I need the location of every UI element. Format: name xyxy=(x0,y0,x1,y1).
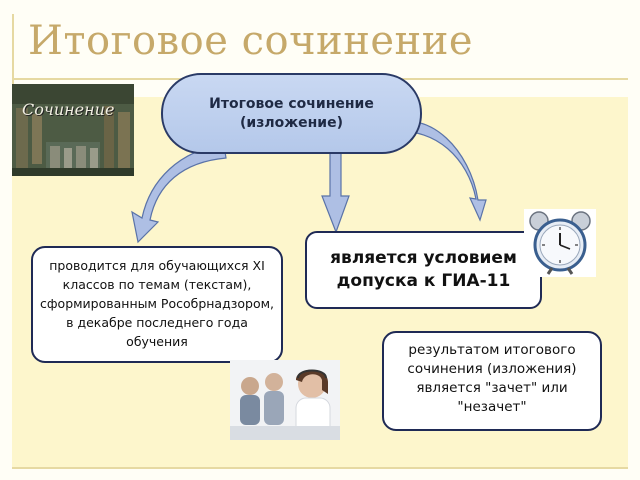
book-cover-text: Сочинение xyxy=(22,100,115,119)
diagram-top-box: Итоговое сочинение (изложение) xyxy=(161,73,422,154)
arrow-to-left-box xyxy=(131,144,227,244)
alarm-clock-icon xyxy=(524,209,596,277)
arrow-to-middle-box xyxy=(321,151,350,234)
right-box-text: результатом итогового сочинения (изложен… xyxy=(407,342,577,415)
middle-box-text: является условием допуска к ГИА-11 xyxy=(330,248,517,291)
slide-title: Итоговое сочинение xyxy=(28,18,474,64)
decorative-left-bar xyxy=(12,14,14,99)
students-with-headsets-image xyxy=(230,360,340,440)
diagram-right-box: результатом итогового сочинения (изложен… xyxy=(382,331,602,431)
decorative-bottom-bar xyxy=(12,467,628,469)
left-box-text: проводится для обучающихся XI классов по… xyxy=(39,258,275,349)
diagram-left-box: проводится для обучающихся XI классов по… xyxy=(31,246,283,363)
top-box-text: Итоговое сочинение (изложение) xyxy=(209,95,374,131)
library-book-cover-image: Сочинение xyxy=(12,84,134,176)
diagram-middle-box: является условием допуска к ГИА-11 xyxy=(305,231,542,309)
